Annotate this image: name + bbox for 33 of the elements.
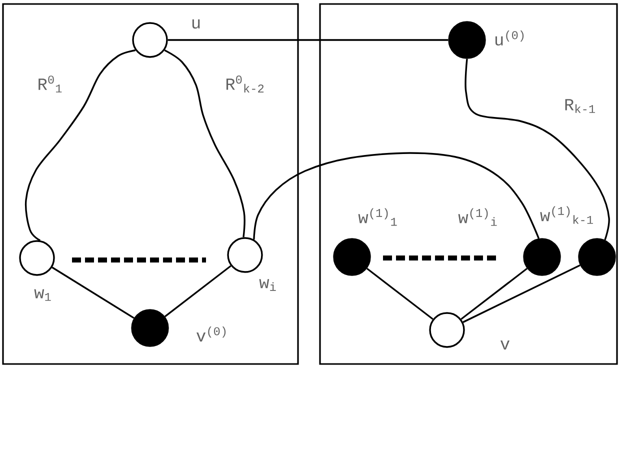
connector-line <box>366 268 434 320</box>
connector-line <box>52 266 134 319</box>
connector-line <box>460 268 528 320</box>
open-vertex <box>19 240 55 276</box>
filled-vertex <box>333 238 371 276</box>
edge-label: R$_{k-1}$ <box>565 99 595 113</box>
curved-path <box>253 152 540 240</box>
vertex-label: w$^{(1)}$1 <box>358 208 397 226</box>
vertex-label: w$^{(1)}$i <box>458 208 497 226</box>
open-vertex <box>227 237 263 273</box>
panel-frame <box>319 3 618 365</box>
connector-line <box>462 264 580 323</box>
panel-frame <box>2 3 299 365</box>
vertex-label: v <box>500 340 510 350</box>
vertex-label: w$_{1}$ <box>34 289 51 301</box>
edge-label: R$^{0}$1 <box>38 76 62 92</box>
open-vertex <box>429 312 465 348</box>
curved-path <box>164 49 246 238</box>
vertex-label: w$_{i}$ <box>259 279 276 291</box>
filled-vertex <box>448 21 486 59</box>
vertex-label: u <box>192 19 200 29</box>
curved-path <box>24 49 136 242</box>
vertex-label: w$^{(1)}$k-1 <box>540 206 593 224</box>
filled-vertex <box>131 309 169 347</box>
connector-line <box>164 265 232 318</box>
curved-path <box>464 58 610 240</box>
filled-vertex <box>578 238 616 276</box>
connector-line <box>168 39 448 41</box>
edge-label: R$^{0}$k-2 <box>226 76 264 92</box>
vertex-label: v$^{(0)}$ <box>196 326 226 342</box>
open-vertex <box>132 22 168 58</box>
filled-vertex <box>523 238 561 276</box>
vertex-label: u$^{(0)}$ <box>495 30 524 46</box>
